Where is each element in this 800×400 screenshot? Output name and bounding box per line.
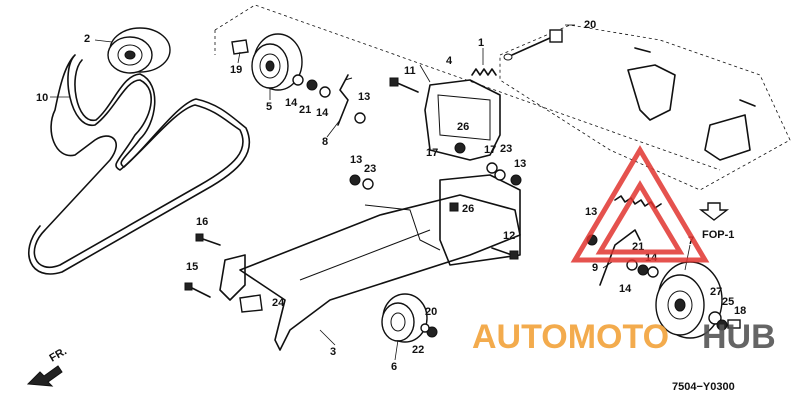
- nut-13-top: [354, 112, 366, 124]
- bracket-4: [424, 79, 501, 161]
- leader-lines: [50, 24, 691, 361]
- callout-12: 12: [503, 230, 515, 242]
- washers-20-22: [420, 323, 438, 338]
- callout-13a: 13: [358, 91, 370, 103]
- callout-6: 6: [391, 361, 397, 373]
- fop-label: FOP-1: [702, 229, 734, 241]
- idler-pulley-top: [107, 27, 171, 74]
- direction-label: FR.: [48, 345, 69, 364]
- callout-2: 2: [84, 33, 90, 45]
- callout-14b: 14: [316, 107, 329, 119]
- callout-9: 9: [592, 262, 598, 274]
- callout-19: 19: [230, 64, 242, 76]
- bolt-16: [195, 233, 221, 246]
- cap-19: [231, 39, 249, 55]
- callout-23a: 23: [364, 163, 376, 175]
- callout-21a: 21: [299, 104, 311, 116]
- callout-26a: 26: [457, 121, 469, 133]
- callout-20b: 20: [425, 306, 437, 318]
- pulley-6: [381, 293, 428, 343]
- callout-26b: 26: [462, 203, 474, 215]
- callout-14d: 14: [619, 283, 632, 295]
- fop-dashed-region: [214, 4, 791, 191]
- washers-18-25-27: [708, 311, 741, 331]
- diagram-code: 7504−Y0300: [672, 381, 735, 393]
- callout-13b: 13: [350, 154, 362, 166]
- watermark-text-2: HUB: [702, 318, 776, 356]
- callout-16: 16: [196, 216, 208, 228]
- bolt-12: [491, 247, 519, 260]
- callout-22: 22: [412, 344, 424, 356]
- washer-group-top: [292, 74, 331, 98]
- callout-3: 3: [330, 346, 336, 358]
- callout-17a: 17: [426, 147, 438, 159]
- frame-3: [239, 174, 521, 351]
- nuts-13-23: [349, 174, 374, 190]
- callout-14a: 14: [285, 97, 298, 109]
- throttle-cable: [503, 29, 563, 61]
- front-direction-arrow: FR.: [26, 345, 69, 387]
- callout-23b: 23: [500, 143, 512, 155]
- bolt-11: [389, 77, 419, 93]
- callout-17b: 17: [484, 144, 496, 156]
- callout-8: 8: [322, 136, 328, 148]
- bolt-17-group: [454, 142, 522, 186]
- watermark-logo: [570, 145, 710, 263]
- bolt-26-lower: [449, 202, 459, 212]
- callout-20a: 20: [584, 19, 596, 31]
- callout-15: 15: [186, 261, 198, 273]
- callout-18: 18: [734, 305, 746, 317]
- bolt-15: [184, 282, 211, 298]
- spring-1: [471, 68, 497, 76]
- callout-27: 27: [710, 286, 722, 298]
- v-belt: [28, 54, 251, 275]
- callout-5: 5: [266, 101, 272, 113]
- bracket-upper-right: [627, 47, 756, 161]
- callout-4: 4: [446, 55, 453, 67]
- callout-13c: 13: [514, 158, 526, 170]
- watermark-text-1: AUTOMOTO: [472, 318, 669, 356]
- callout-1: 1: [478, 37, 484, 49]
- fop-arrow: FOP-1: [698, 202, 734, 241]
- bracket-left: [219, 254, 263, 313]
- pulley-5: [251, 33, 303, 91]
- callout-10: 10: [36, 92, 48, 104]
- callout-24: 24: [272, 297, 285, 309]
- callout-13d: 13: [585, 206, 597, 218]
- spring-arm-8: [337, 74, 353, 126]
- callout-11: 11: [404, 65, 416, 77]
- callout-25: 25: [722, 296, 734, 308]
- pulley-7: [655, 261, 723, 339]
- callouts: 1 2 3 4 5 6 7 8 9 10 11 12 13 13 13 13 1…: [36, 19, 746, 373]
